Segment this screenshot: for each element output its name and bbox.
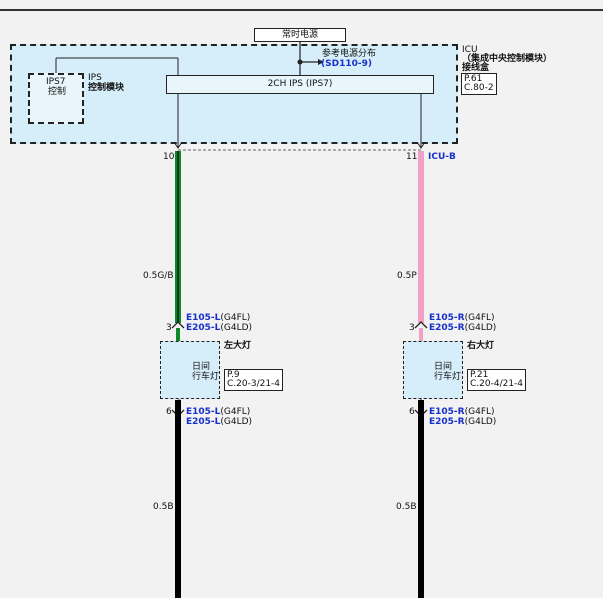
right-pin-bottom: 6: [409, 407, 415, 417]
ips7-label-line2: 控制: [48, 87, 67, 97]
icu-page-ref[interactable]: P.61 C.80-2: [461, 73, 497, 95]
ips-module-line1: IPS: [88, 73, 102, 83]
ips7-control-box: [28, 73, 84, 124]
icu-label: ICU: [462, 45, 478, 55]
junction-box-label: 接线盒: [462, 63, 490, 73]
constant-power-box: 常时电源: [254, 28, 346, 42]
left-wire-upper-label: 0.5G/B: [143, 271, 174, 281]
right-pin-mid: 3: [409, 323, 415, 333]
left-drl-label-2: 行车灯: [192, 372, 220, 382]
right-pin-top: 11: [406, 152, 418, 162]
left-wire-lower-label: 0.5B: [153, 502, 174, 512]
right-lamp-page: P.21: [470, 370, 489, 380]
right-drl-label-2: 行车灯: [434, 372, 462, 382]
top-border-line: [0, 9, 603, 11]
left-mid-connector-icon: [171, 321, 185, 329]
ips7-channel-box: 2CH IPS (IPS7): [166, 75, 434, 94]
left-headlamp-box: [160, 341, 220, 399]
right-lamp-page-ref[interactable]: P.21 C.20-4/21-4: [467, 369, 527, 391]
right-wire-lower-label: 0.5B: [396, 502, 417, 512]
left-output-arrow-icon: [173, 141, 183, 149]
right-connector-e205-bottom[interactable]: E205-R(G4LD): [429, 417, 497, 427]
left-lamp-connector: C.20-3/21-4: [227, 379, 281, 389]
icu-b-connector-label[interactable]: ICU-B: [428, 152, 456, 162]
left-connector-e105[interactable]: E105-L(G4FL): [186, 313, 251, 323]
right-wire-upper-label: 0.5P: [397, 271, 417, 281]
right-connector-e105-bottom[interactable]: E105-R(G4FL): [429, 407, 495, 417]
right-ground-wire: [418, 400, 424, 598]
left-pin-top: 10: [163, 152, 175, 162]
left-drl-label-1: 日间: [192, 362, 211, 372]
icu-description: （集成中央控制模块）: [462, 54, 553, 64]
right-lamp-connector: C.20-4/21-4: [470, 379, 524, 389]
right-headlamp-title: 右大灯: [467, 341, 495, 351]
right-drl-label-1: 日间: [434, 362, 453, 372]
icu-connector: C.80-2: [464, 83, 494, 93]
ips-module-line2: 控制模块: [88, 83, 125, 93]
right-connector-e105[interactable]: E105-R(G4FL): [429, 313, 495, 323]
icu-page: P.61: [464, 74, 483, 84]
icu-module-box: [10, 44, 458, 144]
left-connector-e205[interactable]: E205-L(G4LD): [186, 323, 253, 333]
left-pin-bottom: 6: [166, 407, 172, 417]
right-headlamp-box: [403, 341, 463, 399]
right-connector-e205[interactable]: E205-R(G4LD): [429, 323, 497, 333]
left-pin-mid: 3: [166, 323, 172, 333]
left-lamp-page-ref[interactable]: P.9 C.20-3/21-4: [224, 369, 284, 391]
left-connector-e105-bottom[interactable]: E105-L(G4FL): [186, 407, 251, 417]
right-output-arrow-icon: [416, 141, 426, 149]
reference-code[interactable]: (SD110-9): [321, 59, 372, 69]
left-wire-stripe: [177, 151, 179, 323]
reference-arrow-icon: [318, 59, 324, 65]
left-lamp-page: P.9: [227, 370, 240, 380]
left-connector-e205-bottom[interactable]: E205-L(G4LD): [186, 417, 253, 427]
left-headlamp-title: 左大灯: [224, 341, 252, 351]
left-wire-stub: [176, 328, 180, 342]
right-wire-pink: [418, 151, 424, 323]
reference-label: 参考电源分布: [322, 49, 377, 59]
right-mid-connector-icon: [414, 321, 428, 329]
left-ground-wire: [175, 400, 181, 598]
right-wire-stub: [419, 328, 423, 342]
ips7-label-line1: IPS7: [46, 77, 66, 87]
